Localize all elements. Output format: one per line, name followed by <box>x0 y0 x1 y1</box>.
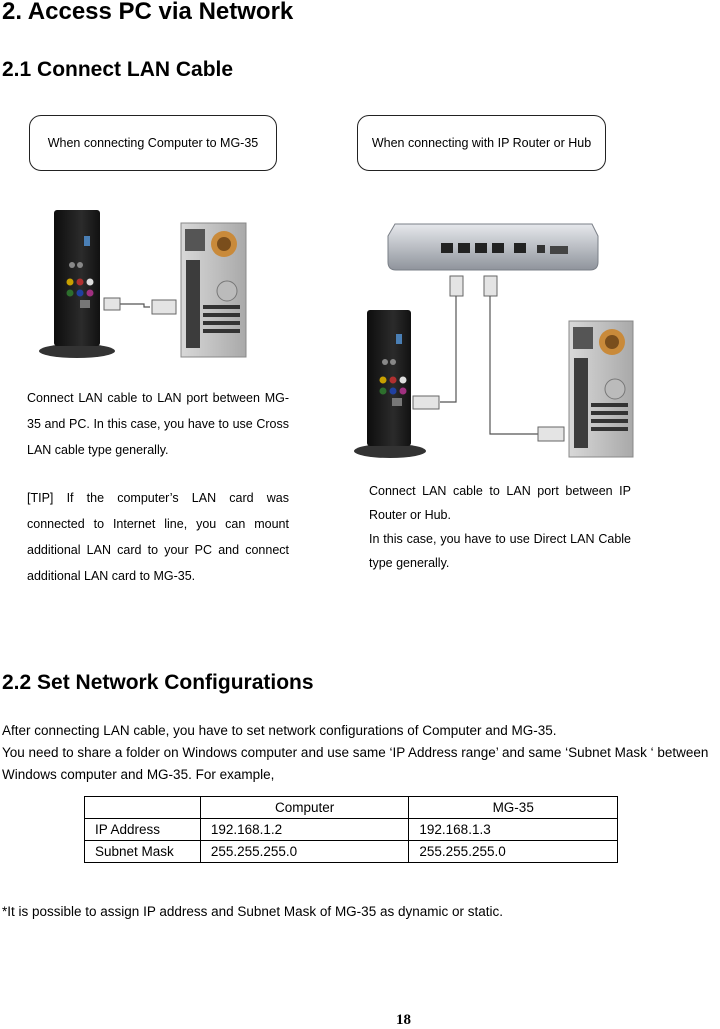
section-heading-net-config: 2.2 Set Network Configurations <box>2 671 314 694</box>
page-title: 2. Access PC via Network <box>2 0 294 25</box>
direct-lan-cables <box>412 275 565 442</box>
callout-router: When connecting with IP Router or Hub <box>357 115 606 171</box>
table-cell: 255.255.255.0 <box>408 840 618 863</box>
mg35-device-left <box>39 210 115 358</box>
table-header-cell: Computer <box>199 796 410 819</box>
right-description-line2: In this case, you have to use Direct LAN… <box>369 532 631 570</box>
intro-line-2: You need to share a folder on Windows co… <box>2 745 709 760</box>
table-row: Subnet Mask 255.255.255.0 255.255.255.0 <box>84 840 618 863</box>
table-header-row: Computer MG-35 <box>84 796 618 819</box>
right-description-line1: Connect LAN cable to LAN port between IP… <box>369 484 631 522</box>
table-header-cell: MG-35 <box>408 796 618 819</box>
intro-line-1: After connecting LAN cable, you have to … <box>2 723 557 738</box>
callout-computer: When connecting Computer to MG-35 <box>29 115 277 171</box>
pc-tower-left <box>180 222 247 358</box>
table-cell: 255.255.255.0 <box>199 840 410 863</box>
pc-tower-right <box>568 320 634 458</box>
footnote: *It is possible to assign IP address and… <box>2 904 503 919</box>
ip-router-hub <box>387 223 599 271</box>
callout-router-label: When connecting with IP Router or Hub <box>371 136 592 150</box>
table-cell: Subnet Mask <box>84 840 201 863</box>
network-config-table: Computer MG-35 IP Address 192.168.1.2 19… <box>84 796 618 863</box>
mg35-device-right <box>354 310 426 458</box>
left-description: Connect LAN cable to LAN port between MG… <box>27 391 289 457</box>
table-cell: 192.168.1.3 <box>408 818 618 841</box>
intro-line-3: Windows computer and MG-35. For example, <box>2 767 275 782</box>
left-tip: [TIP] If the computer’s LAN card was con… <box>27 491 289 583</box>
section-heading-lan-cable: 2.1 Connect LAN Cable <box>2 58 234 81</box>
callout-computer-label: When connecting Computer to MG-35 <box>47 136 259 150</box>
table-cell: IP Address <box>84 818 201 841</box>
page-number: 18 <box>396 1012 411 1028</box>
table-header-cell <box>84 796 201 819</box>
table-cell: 192.168.1.2 <box>199 818 410 841</box>
cross-lan-cable <box>103 297 177 315</box>
right-description: Connect LAN cable to LAN port between IP… <box>369 479 631 575</box>
table-row: IP Address 192.168.1.2 192.168.1.3 <box>84 818 618 841</box>
